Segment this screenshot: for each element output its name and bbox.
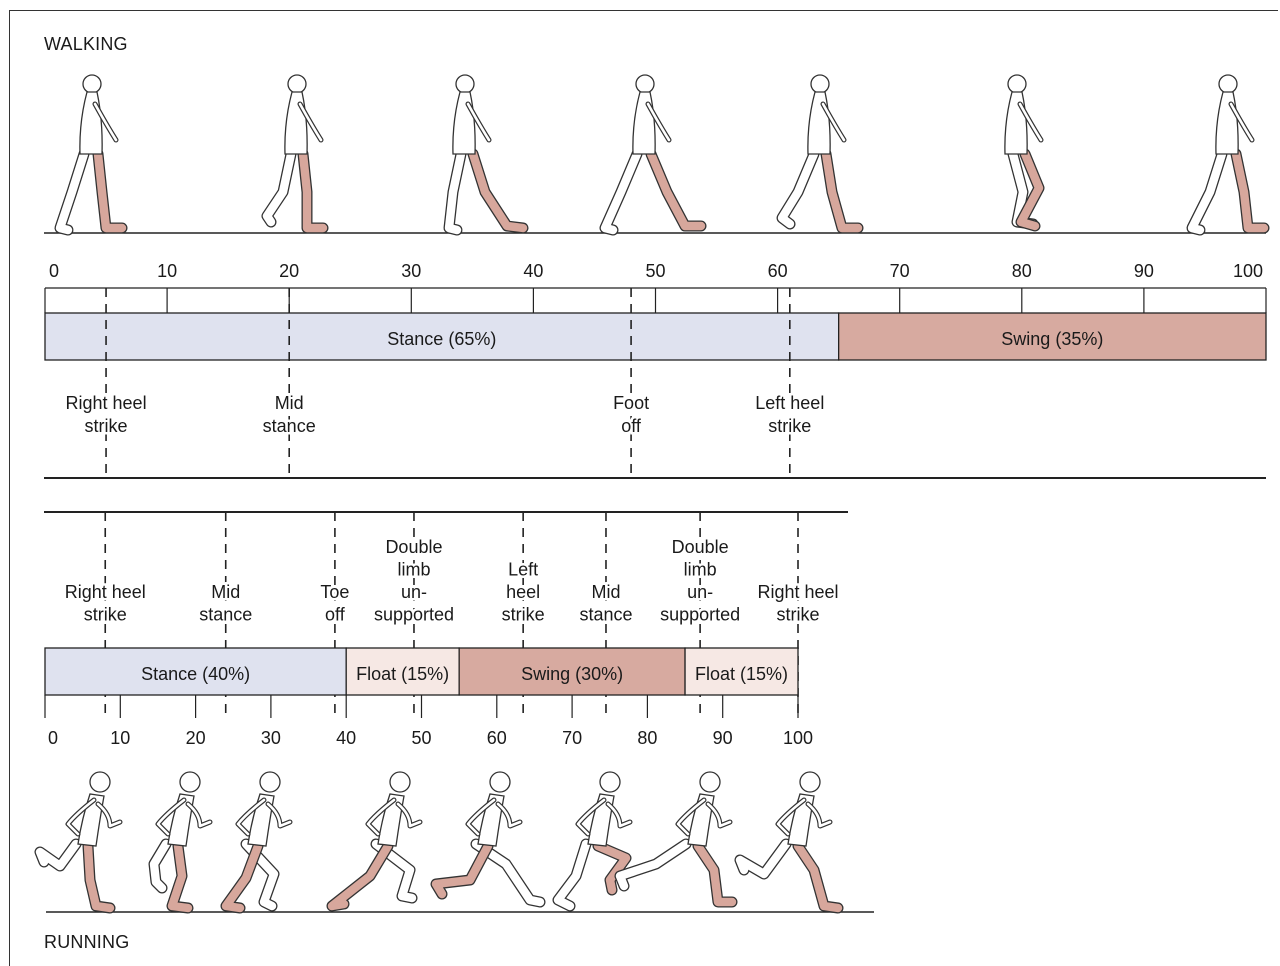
running-event-label: strike <box>776 605 819 625</box>
running-event-label: Double <box>672 537 729 557</box>
running-tick-label: 80 <box>637 728 657 748</box>
running-tick-label: 30 <box>261 728 281 748</box>
walking-tick-label: 70 <box>890 261 910 281</box>
running-tick-label: 50 <box>411 728 431 748</box>
running-tick-label: 40 <box>336 728 356 748</box>
running-tick-label: 100 <box>783 728 813 748</box>
running-tick-label: 0 <box>48 728 58 748</box>
running-event-label: limb <box>684 560 717 580</box>
running-figure <box>552 772 630 912</box>
walking-phase-label: Swing (35%) <box>1001 329 1103 349</box>
walking-tick-label: 90 <box>1134 261 1154 281</box>
walking-event-label: Right heel <box>66 393 147 413</box>
running-event-label: stance <box>579 605 632 625</box>
running-figure <box>734 772 844 914</box>
running-event-label: Mid <box>591 582 620 602</box>
running-event-label: Left <box>508 560 538 580</box>
running-section-title: RUNNING <box>44 932 130 952</box>
running-tick-label: 10 <box>110 728 130 748</box>
walking-figure <box>599 75 707 236</box>
walking-figure <box>1005 75 1045 232</box>
walking-phase-label: Stance (65%) <box>387 329 496 349</box>
running-figure <box>326 772 420 912</box>
running-event-label: stance <box>199 605 252 625</box>
walking-figure <box>776 75 864 234</box>
running-phase-label: Float (15%) <box>356 664 449 684</box>
walking-figure <box>1186 75 1270 236</box>
running-tick-label: 90 <box>713 728 733 748</box>
running-phase-bar <box>44 647 347 696</box>
walking-tick-label: 100 <box>1233 261 1263 281</box>
diagram-frame <box>9 10 1278 966</box>
walking-section-title: WALKING <box>44 34 128 54</box>
running-event-label: supported <box>660 605 740 625</box>
running-event-label: Double <box>385 537 442 557</box>
running-event-label: limb <box>397 560 430 580</box>
walking-tick-label: 40 <box>523 261 543 281</box>
walking-tick-label: 0 <box>49 261 59 281</box>
walking-tick-label: 10 <box>157 261 177 281</box>
walking-phase-bar <box>44 312 840 361</box>
running-event-label: un- <box>401 582 427 602</box>
walking-tick-label: 50 <box>645 261 665 281</box>
running-event-label: un- <box>687 582 713 602</box>
walking-event-label: stance <box>263 416 316 436</box>
walking-figure <box>443 75 529 236</box>
walking-tick-label: 60 <box>768 261 788 281</box>
walking-tick-label: 20 <box>279 261 299 281</box>
running-tick-label: 60 <box>487 728 507 748</box>
walking-phase-bar <box>838 312 1267 361</box>
running-event-label: Mid <box>211 582 240 602</box>
running-phase-label: Float (15%) <box>695 664 788 684</box>
running-tick-label: 70 <box>562 728 582 748</box>
walking-event-label: strike <box>768 416 811 436</box>
walking-event-label: Foot <box>613 393 649 413</box>
running-figure <box>614 772 738 908</box>
running-phase-label: Swing (30%) <box>521 664 623 684</box>
running-phase-label: Stance (40%) <box>141 664 250 684</box>
running-figure <box>220 772 290 914</box>
running-event-label: strike <box>84 605 127 625</box>
walking-tick-label: 80 <box>1012 261 1032 281</box>
running-event-label: strike <box>502 605 545 625</box>
running-event-label: heel <box>506 582 540 602</box>
walking-event-label: Mid <box>275 393 304 413</box>
running-event-label: Right heel <box>757 582 838 602</box>
walking-figure <box>54 75 128 236</box>
running-figure <box>430 772 546 908</box>
walking-event-label: off <box>621 416 642 436</box>
running-timeline: Stance (40%) Float (15%) Swing (30%) Float … <box>44 512 841 748</box>
running-figure-sequence <box>34 772 844 914</box>
running-event-label: Toe <box>320 582 349 602</box>
walking-tick-label: 30 <box>401 261 421 281</box>
walking-event-label: Left heel <box>755 393 824 413</box>
walking-figure-sequence <box>54 75 1270 236</box>
running-phase-bar <box>345 647 460 696</box>
running-event-label: off <box>325 605 346 625</box>
walking-figure <box>261 75 329 234</box>
running-event-label: Right heel <box>65 582 146 602</box>
running-figure <box>148 772 210 914</box>
running-figure <box>34 772 120 914</box>
walking-event-label: strike <box>85 416 128 436</box>
running-phase-bar <box>684 647 799 696</box>
running-tick-label: 20 <box>186 728 206 748</box>
running-event-label: supported <box>374 605 454 625</box>
